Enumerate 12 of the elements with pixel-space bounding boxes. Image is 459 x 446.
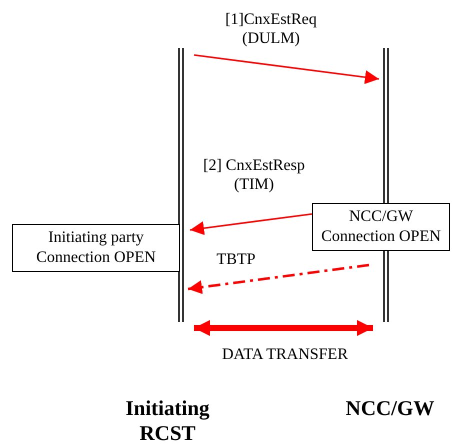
- edge-label: [1]CnxEstReq (DULM): [224, 10, 318, 48]
- state-box: NCC/GW Connection OPEN: [312, 203, 450, 251]
- arrow: [188, 264, 370, 294]
- edge-label: [2] CnxEstResp (TIM): [202, 156, 306, 194]
- arrow: [194, 320, 373, 336]
- state-box: Initiating party Connection OPEN: [12, 224, 180, 272]
- participant-label: Initiating RCST: [124, 396, 211, 446]
- participant-label: NCC/GW: [344, 396, 436, 421]
- edge-label: DATA TRANSFER: [220, 345, 349, 364]
- arrow: [194, 54, 380, 84]
- arrow: [190, 213, 312, 236]
- edge-label: TBTP: [215, 250, 257, 269]
